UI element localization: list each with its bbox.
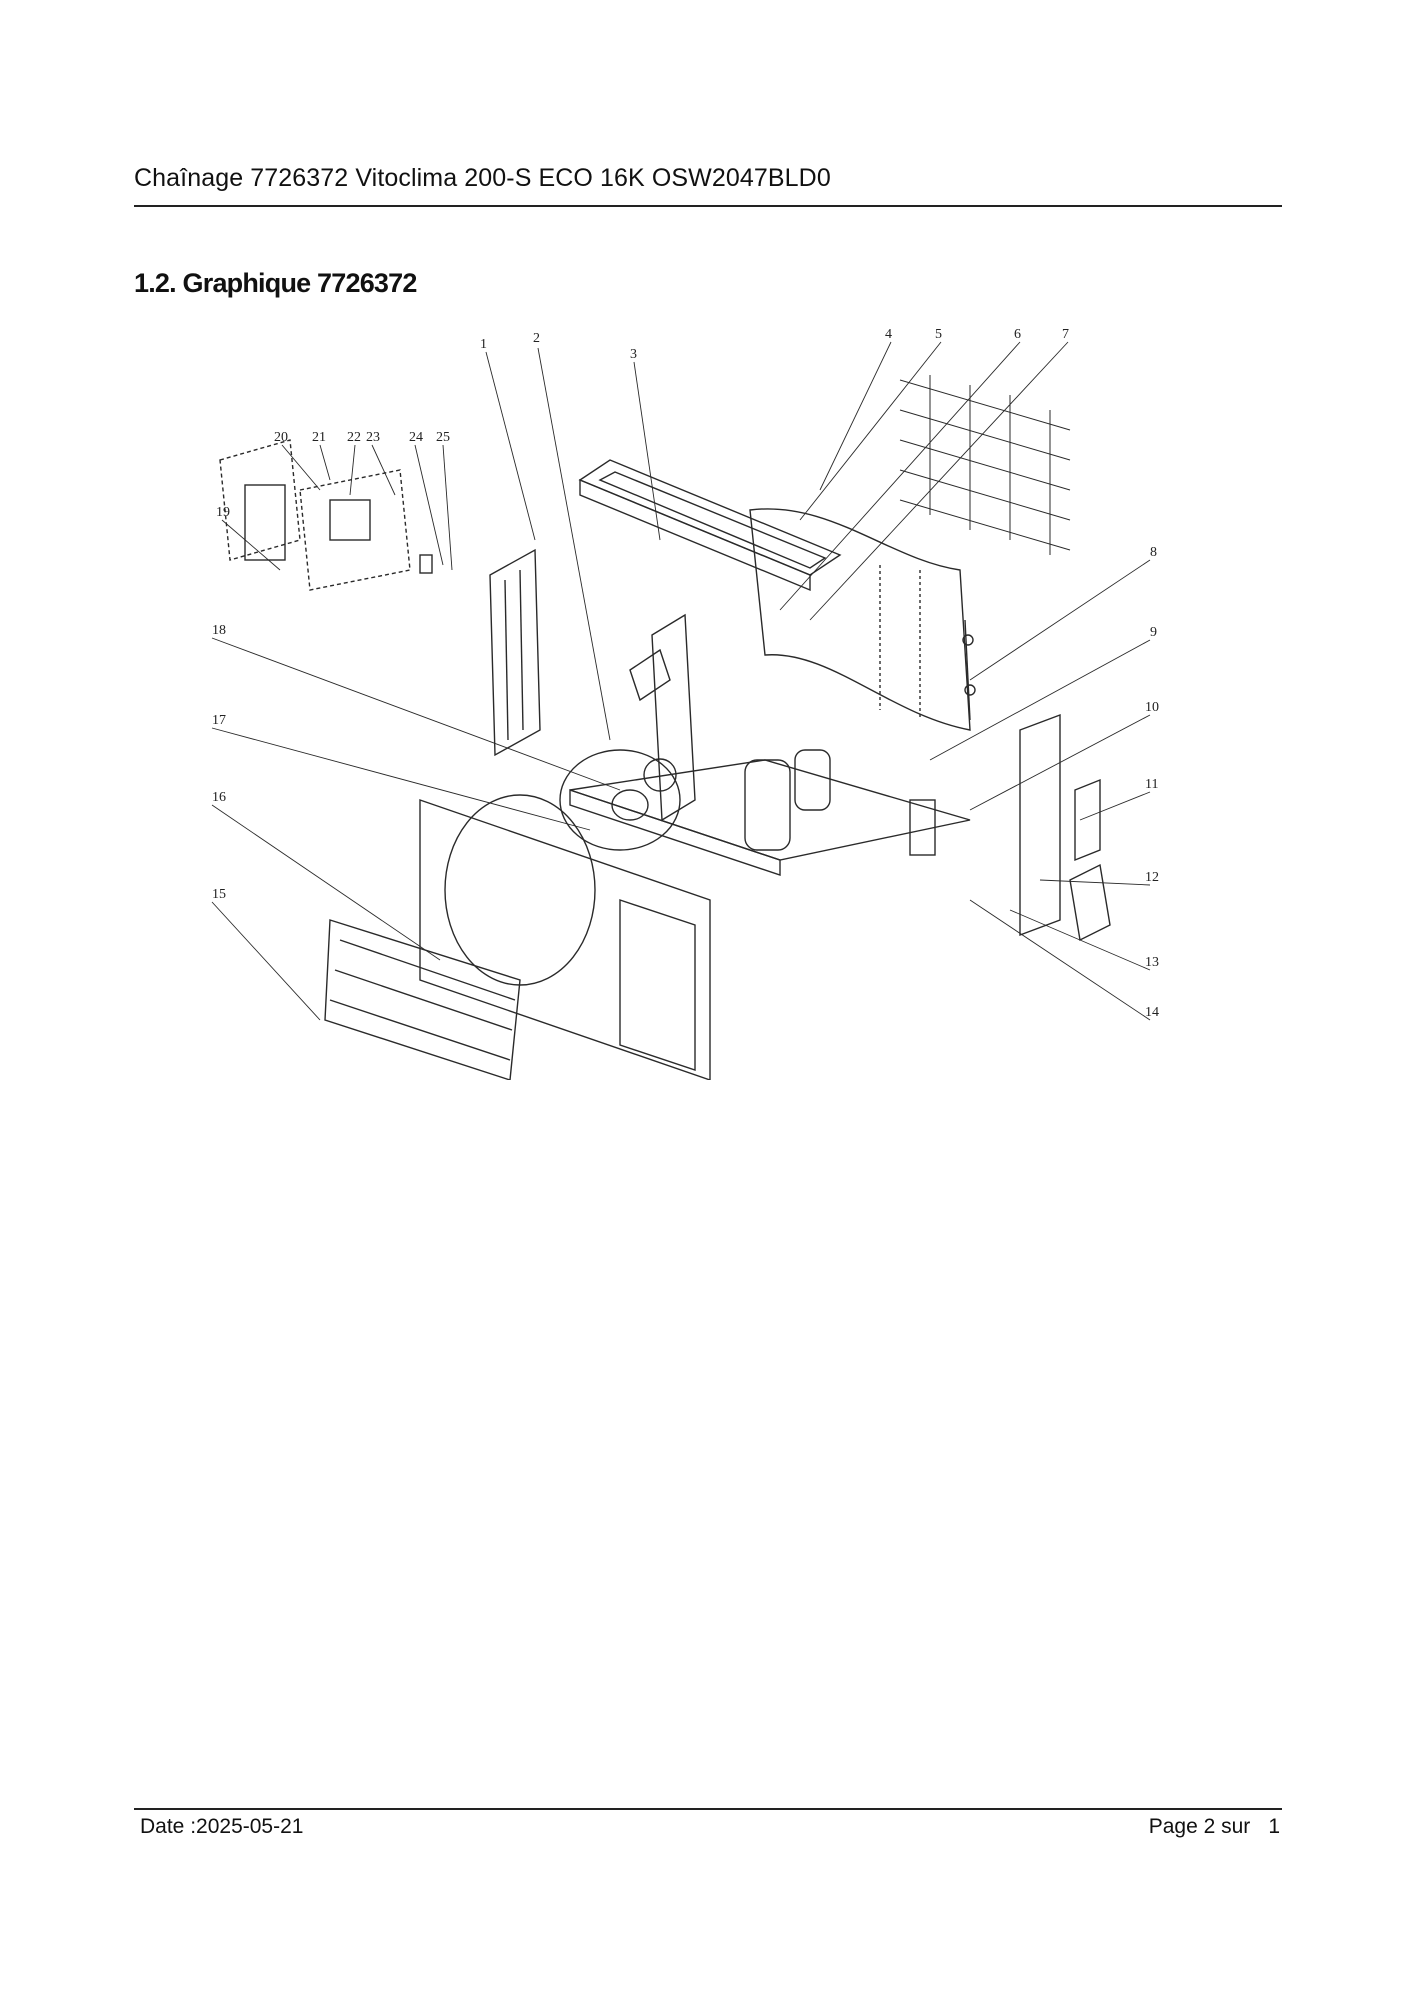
electrical-box	[219, 439, 433, 591]
compressor	[744, 749, 831, 851]
right-side-panel	[909, 713, 1111, 942]
exploded-parts-diagram: 1 2 3 4 5 6 7 8 9 10 11 12 13 14 15 16 1…	[190, 320, 1240, 1080]
footer-page-number: Page 2 sur 1	[1149, 1815, 1280, 1839]
part-label-21: 21	[312, 430, 326, 445]
part-label-3: 3	[630, 347, 637, 362]
part-label-13: 13	[1145, 955, 1159, 970]
part-label-4: 4	[885, 327, 892, 342]
footer-date: Date :2025-05-21	[140, 1815, 304, 1838]
part-label-15: 15	[212, 887, 226, 902]
page-header-title: Chaînage 7726372 Vitoclima 200-S ECO 16K…	[134, 164, 831, 192]
part-label-17: 17	[212, 713, 226, 728]
rear-grille	[899, 375, 1071, 555]
part-label-10: 10	[1145, 700, 1159, 715]
part-label-2: 2	[533, 331, 540, 346]
part-label-19: 19	[216, 505, 230, 520]
part-label-8: 8	[1150, 545, 1157, 560]
front-grille	[324, 919, 521, 1080]
section-heading: 1.2. Graphique 7726372	[134, 268, 417, 298]
part-label-25: 25	[436, 430, 450, 445]
part-label-22: 22	[347, 430, 361, 445]
part-number-labels: 1 2 3 4 5 6 7 8 9 10 11 12 13 14 15 16 1…	[212, 327, 1159, 1020]
header-rule	[134, 205, 1282, 207]
fan-blade-motor	[559, 749, 681, 851]
base-pan	[569, 759, 971, 876]
condenser-coil	[749, 508, 971, 731]
part-label-11: 11	[1145, 777, 1158, 792]
part-label-9: 9	[1150, 625, 1157, 640]
part-label-1: 1	[480, 337, 487, 352]
part-label-14: 14	[1145, 1005, 1159, 1020]
part-label-24: 24	[409, 430, 423, 445]
part-label-6: 6	[1014, 327, 1021, 342]
part-label-23: 23	[366, 430, 380, 445]
page-label: Page 2 sur	[1148, 1815, 1251, 1838]
part-label-16: 16	[212, 790, 226, 805]
footer-rule	[134, 1808, 1282, 1810]
part-label-5: 5	[935, 327, 942, 342]
page-total: 1	[1268, 1815, 1280, 1838]
top-cover	[578, 459, 842, 592]
left-side-grille-panel	[489, 548, 541, 757]
valve-assembly	[962, 619, 976, 721]
part-label-20: 20	[274, 430, 288, 445]
part-label-12: 12	[1145, 870, 1159, 885]
part-label-18: 18	[212, 623, 226, 638]
motor-bracket	[629, 613, 696, 822]
part-label-7: 7	[1062, 327, 1069, 342]
